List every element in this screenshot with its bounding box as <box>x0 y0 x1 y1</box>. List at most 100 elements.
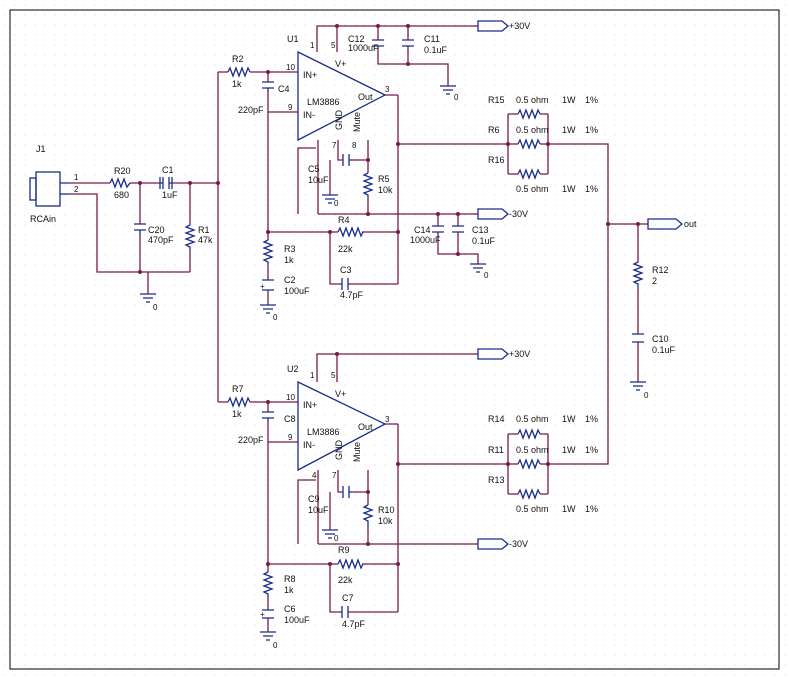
c20-ref: C20 <box>148 225 165 235</box>
c3-value: 4.7pF <box>340 290 364 300</box>
r14-ref: R14 <box>488 414 505 424</box>
capacitor-c9 <box>342 486 352 498</box>
connector-name: RCAin <box>30 214 56 224</box>
r13-tol: 1% <box>585 504 598 514</box>
input-gnd-label: 0 <box>153 303 158 312</box>
r14-power: 1W <box>562 414 576 424</box>
amp1-pin7: 7 <box>332 141 337 150</box>
amp1-gnd-label-b: 0 <box>334 199 339 208</box>
capacitor-c10 <box>632 333 644 343</box>
r13-value: 0.5 ohm <box>516 504 549 514</box>
amp1-pin9: 9 <box>288 103 293 112</box>
c5-ref: C5 <box>308 164 320 174</box>
capacitor-c2 <box>262 279 274 291</box>
r7-ref: R7 <box>232 384 244 394</box>
c10-value: 0.1uF <box>652 345 676 355</box>
c7-ref: C7 <box>342 593 354 603</box>
resistor-r2 <box>227 66 251 78</box>
c2-ref: C2 <box>284 275 296 285</box>
amp1-pin3: 3 <box>385 85 390 94</box>
r10-ref: R10 <box>378 505 395 515</box>
r11-power: 1W <box>562 445 576 455</box>
ground-symbols: 0 0 0 0 0 0 0 0 <box>140 85 649 650</box>
amp1-pin-mute: Mute <box>352 112 362 132</box>
output-gnd-label: 0 <box>644 391 649 400</box>
r16-ref: R16 <box>488 155 505 165</box>
r16-tol: 1% <box>585 184 598 194</box>
r15-ref: R15 <box>488 95 505 105</box>
r11-value: 0.5 ohm <box>516 445 549 455</box>
amp2-pin3: 3 <box>385 415 390 424</box>
amp1-chip: U1 LM3886 IN+ IN- V+ Out 10 9 1 5 3 7 8 … <box>286 34 390 150</box>
amp1-pin10: 10 <box>286 63 295 72</box>
c4-ref: C4 <box>278 84 290 94</box>
amp2-pin4: 4 <box>312 471 317 480</box>
amp2-labels: R7 1k C8 220pF C9 10uF R10 10k R9 22k R8… <box>232 384 598 629</box>
r1-ref: R1 <box>198 225 210 235</box>
amp2-pin1: 1 <box>310 371 315 380</box>
r6-ref: R6 <box>488 125 500 135</box>
c14-value: 1000uF <box>410 235 441 245</box>
r20-ref: R20 <box>114 166 131 176</box>
amp2-pin-inp: IN+ <box>303 400 317 410</box>
sheet-border <box>9 9 780 670</box>
r15-tol: 1% <box>585 95 598 105</box>
amp1-pin-gnd: GND <box>334 110 344 131</box>
capacitor-c3 <box>341 278 349 290</box>
amp1-pin8: 8 <box>352 141 357 150</box>
amp2-chip: U2 LM3886 IN+ IN- V+ Out 10 9 1 5 3 4 7 … <box>286 364 390 480</box>
resistor-r10 <box>362 504 374 527</box>
amp2-pin-out: Out <box>358 422 373 432</box>
r3-ref: R3 <box>284 244 296 254</box>
c8-ref: C8 <box>284 414 296 424</box>
r5-value: 10k <box>378 185 393 195</box>
r2-ref: R2 <box>232 54 244 64</box>
r16-value: 0.5 ohm <box>516 184 549 194</box>
amp1-pin5: 5 <box>331 41 336 50</box>
capacitor-c6 <box>262 609 274 619</box>
c1-value: 1uF <box>162 190 178 200</box>
r3-value: 1k <box>284 255 294 265</box>
amp2-chip-part: LM3886 <box>307 427 340 437</box>
capacitor-c7 <box>341 606 349 618</box>
connector-ref: J1 <box>36 144 46 154</box>
power-flags: +30V -30V +30V -30V out <box>477 20 697 550</box>
amp1-chip-ref: U1 <box>287 34 299 44</box>
resistor-r7 <box>227 396 251 408</box>
svg-text:+: + <box>260 610 265 619</box>
r10-value: 10k <box>378 516 393 526</box>
amp2-gnd-label-a: 0 <box>334 534 339 543</box>
r5-ref: R5 <box>378 174 390 184</box>
amp1-gnd-label-c: 0 <box>454 93 459 102</box>
resistor-r1 <box>184 224 196 250</box>
amp1-pin-vp: V+ <box>335 59 346 69</box>
r20-value: 680 <box>114 190 129 200</box>
c6-ref: C6 <box>284 604 296 614</box>
r8-ref: R8 <box>284 574 296 584</box>
resistor-r20 <box>109 177 131 189</box>
r6-tol: 1% <box>585 125 598 135</box>
capacitors: + + <box>134 39 644 619</box>
c20-value: 470pF <box>148 235 174 245</box>
r9-ref: R9 <box>338 545 350 555</box>
c5-value: 10uF <box>308 175 329 185</box>
svg-text:+: + <box>260 282 265 291</box>
resistor-r3 <box>262 239 274 264</box>
amp2-chip-ref: U2 <box>287 364 299 374</box>
r11-ref: R11 <box>488 445 504 455</box>
r12-value: 2 <box>652 276 657 286</box>
amp1-gnd-label-d: 0 <box>484 271 489 280</box>
c7-value: 4.7pF <box>342 619 366 629</box>
resistor-r14 <box>517 428 541 440</box>
amp1-labels: R2 1k C4 220pF C12 1000uF C11 0.1uF C5 1… <box>232 34 598 300</box>
c12-ref: C12 <box>348 34 365 44</box>
r16-power: 1W <box>562 184 576 194</box>
r6-power: 1W <box>562 125 576 135</box>
amp1-pin-out: Out <box>358 92 373 102</box>
r14-tol: 1% <box>585 414 598 424</box>
resistor-r11 <box>517 458 541 470</box>
capacitor-c8 <box>262 411 274 422</box>
wires <box>70 25 648 632</box>
resistor-r12 <box>632 261 644 288</box>
